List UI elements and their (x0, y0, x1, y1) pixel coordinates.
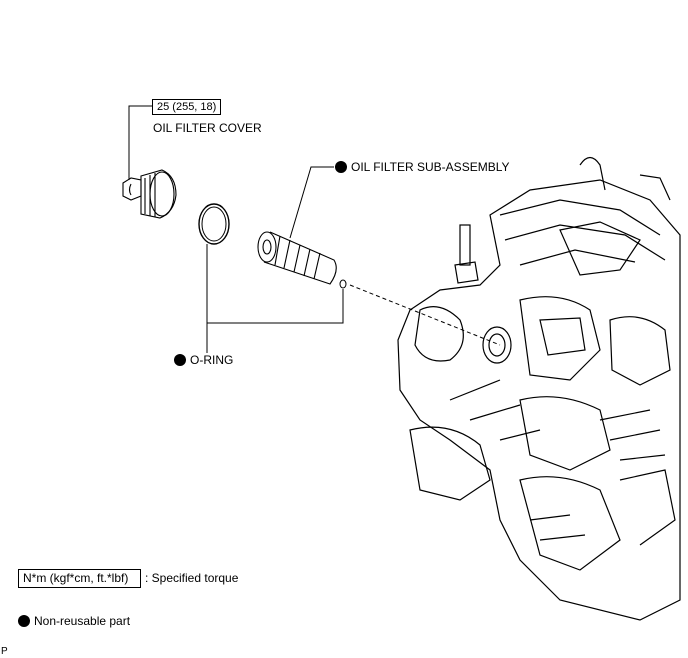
legend-torque-box: N*m (kgf*cm, ft.*lbf) (18, 569, 142, 588)
oil-filter-sub-assembly-label: OIL FILTER SUB-ASSEMBLY (335, 160, 509, 174)
filter-leader-line (289, 166, 334, 239)
oil-filter-drawing (257, 231, 337, 285)
engine-drawing (397, 156, 681, 621)
non-reusable-dot-icon (335, 161, 347, 173)
legend-torque-desc: : Specified torque (145, 571, 239, 585)
non-reusable-dot-icon (18, 615, 30, 627)
dashed-alignment-line (349, 284, 501, 346)
o-ring-drawing (198, 203, 230, 245)
torque-spec-box: 25 (255, 18) (152, 99, 222, 115)
oil-filter-cover-label: OIL FILTER COVER (153, 121, 262, 135)
oil-filter-cover-drawing (122, 169, 177, 219)
cover-leader-line (128, 105, 152, 180)
legend-non-reusable-text: Non-reusable part (34, 614, 131, 628)
non-reusable-dot-icon (174, 354, 186, 366)
oil-filter-sub-assembly-text: OIL FILTER SUB-ASSEMBLY (351, 160, 510, 174)
o-ring-label: O-RING (174, 353, 233, 367)
corner-code: P (1, 646, 8, 657)
o-ring-text: O-RING (190, 353, 234, 367)
legend-non-reusable: Non-reusable part (18, 614, 130, 628)
small-o-ring-drawing (339, 279, 347, 289)
oring-leader-line (206, 244, 344, 324)
